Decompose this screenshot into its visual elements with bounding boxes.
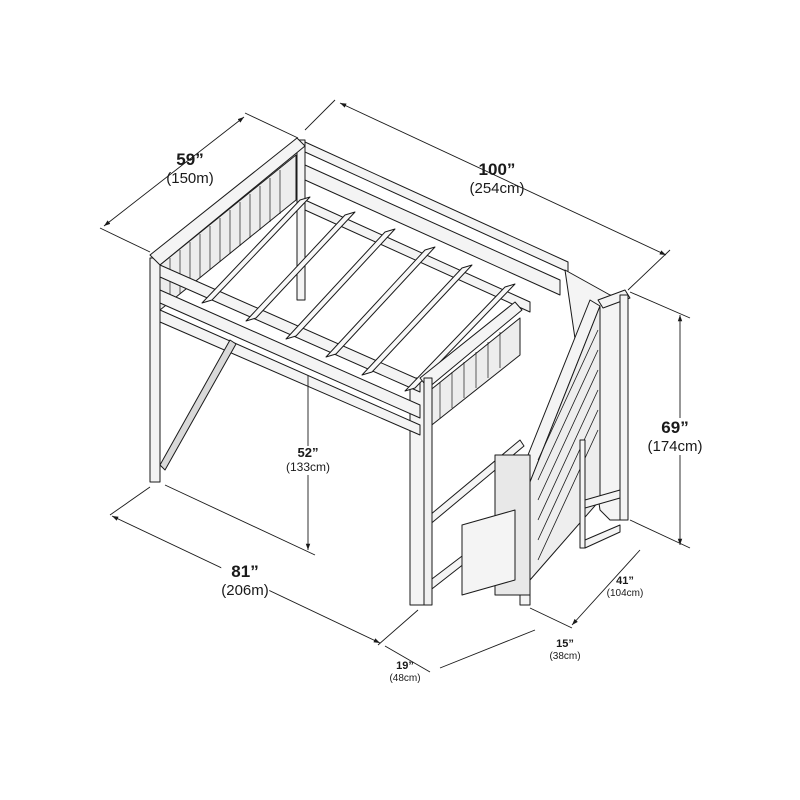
dimension-stair-width-inches: 15” (556, 638, 574, 650)
dimension-stair-width-metric: (38cm) (549, 650, 581, 662)
dimension-height: 69” (174cm) (647, 418, 703, 455)
dimension-length-metric: (254cm) (469, 179, 525, 197)
dimension-stair-offset-inches: 19” (396, 660, 414, 672)
dimension-width-inches: 59” (176, 150, 204, 169)
bed-slats (201, 196, 516, 392)
dimension-clearance-inches: 52” (297, 445, 319, 460)
dimension-width-metric: (150m) (166, 169, 214, 187)
staircase (461, 269, 631, 606)
dimension-bed-length-metric: (206m) (221, 581, 269, 599)
post-back-left (149, 257, 161, 483)
dimension-clearance-metric: (133cm) (285, 459, 331, 474)
dimension-stair-depth: 41” (104cm) (607, 575, 644, 599)
dimension-height-metric: (174cm) (647, 437, 703, 455)
dimension-stair-depth-metric: (104cm) (606, 587, 644, 599)
post-mid (423, 377, 433, 606)
dimension-length-inches: 100” (478, 160, 516, 179)
dimension-bed-length: 81” (206m) (221, 562, 269, 599)
dimension-bed-length-inches: 81” (231, 562, 259, 581)
dimension-width: 59” (150m) (166, 150, 214, 187)
dimension-stair-offset-metric: (48cm) (389, 672, 421, 684)
dimension-height-inches: 69” (661, 418, 689, 437)
dimension-stair-width: 15” (38cm) (549, 638, 580, 662)
dimension-length: 100” (254cm) (469, 160, 524, 197)
dimension-clearance: 52” (133cm) (285, 445, 331, 475)
dimension-stair-offset: 19” (48cm) (389, 660, 420, 684)
dimension-stair-depth-inches: 41” (616, 575, 634, 587)
post-back-right (296, 139, 306, 301)
back-guardrail (304, 141, 569, 313)
front-guardrail (159, 264, 421, 436)
